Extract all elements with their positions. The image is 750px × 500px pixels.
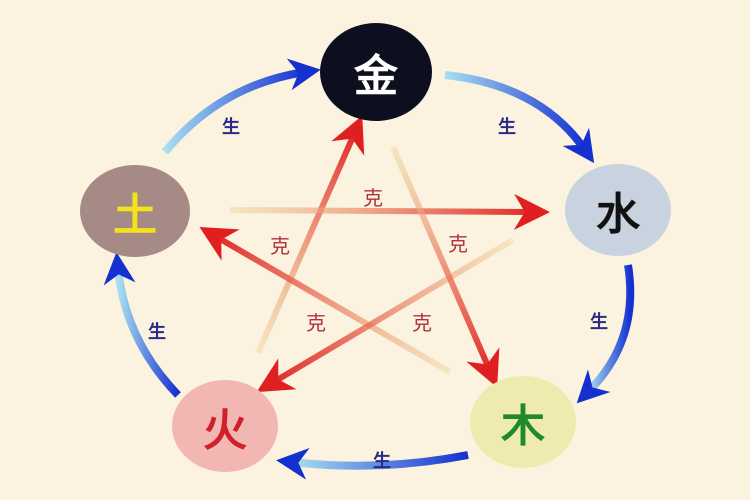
- overcome-label: 克: [270, 234, 290, 258]
- element-metal: 金: [320, 23, 432, 121]
- element-fire: 火: [172, 380, 278, 472]
- overcome-arrow-metal-wood: [390, 145, 500, 388]
- overcome-label: 克: [448, 232, 468, 256]
- generate-arrow-earth-metal: [161, 58, 321, 155]
- generate-label: 生: [373, 451, 391, 472]
- overcome-label: 克: [363, 186, 383, 210]
- generate-label: 生: [590, 312, 608, 333]
- generate-arrow-wood-fire: [276, 447, 469, 480]
- generate-arrow-water-wood: [576, 264, 635, 404]
- element-water: 水: [565, 164, 671, 256]
- overcome-arrow-water-fire: [256, 237, 515, 393]
- overcome-label: 克: [412, 311, 432, 335]
- generate-arrow-metal-water: [444, 71, 595, 164]
- overcome-arrow-wood-earth: [199, 226, 452, 375]
- generate-label: 生: [498, 117, 516, 138]
- element-earth: 土: [80, 165, 190, 257]
- overcome-arrow-earth-water: [229, 193, 550, 230]
- element-wood: 木: [470, 376, 576, 468]
- generate-label: 生: [148, 322, 166, 343]
- overcome-arrow-fire-metal: [255, 115, 365, 355]
- overcome-label: 克: [306, 311, 326, 335]
- generate-label: 生: [222, 117, 240, 138]
- generate-arrow-fire-earth: [103, 252, 181, 398]
